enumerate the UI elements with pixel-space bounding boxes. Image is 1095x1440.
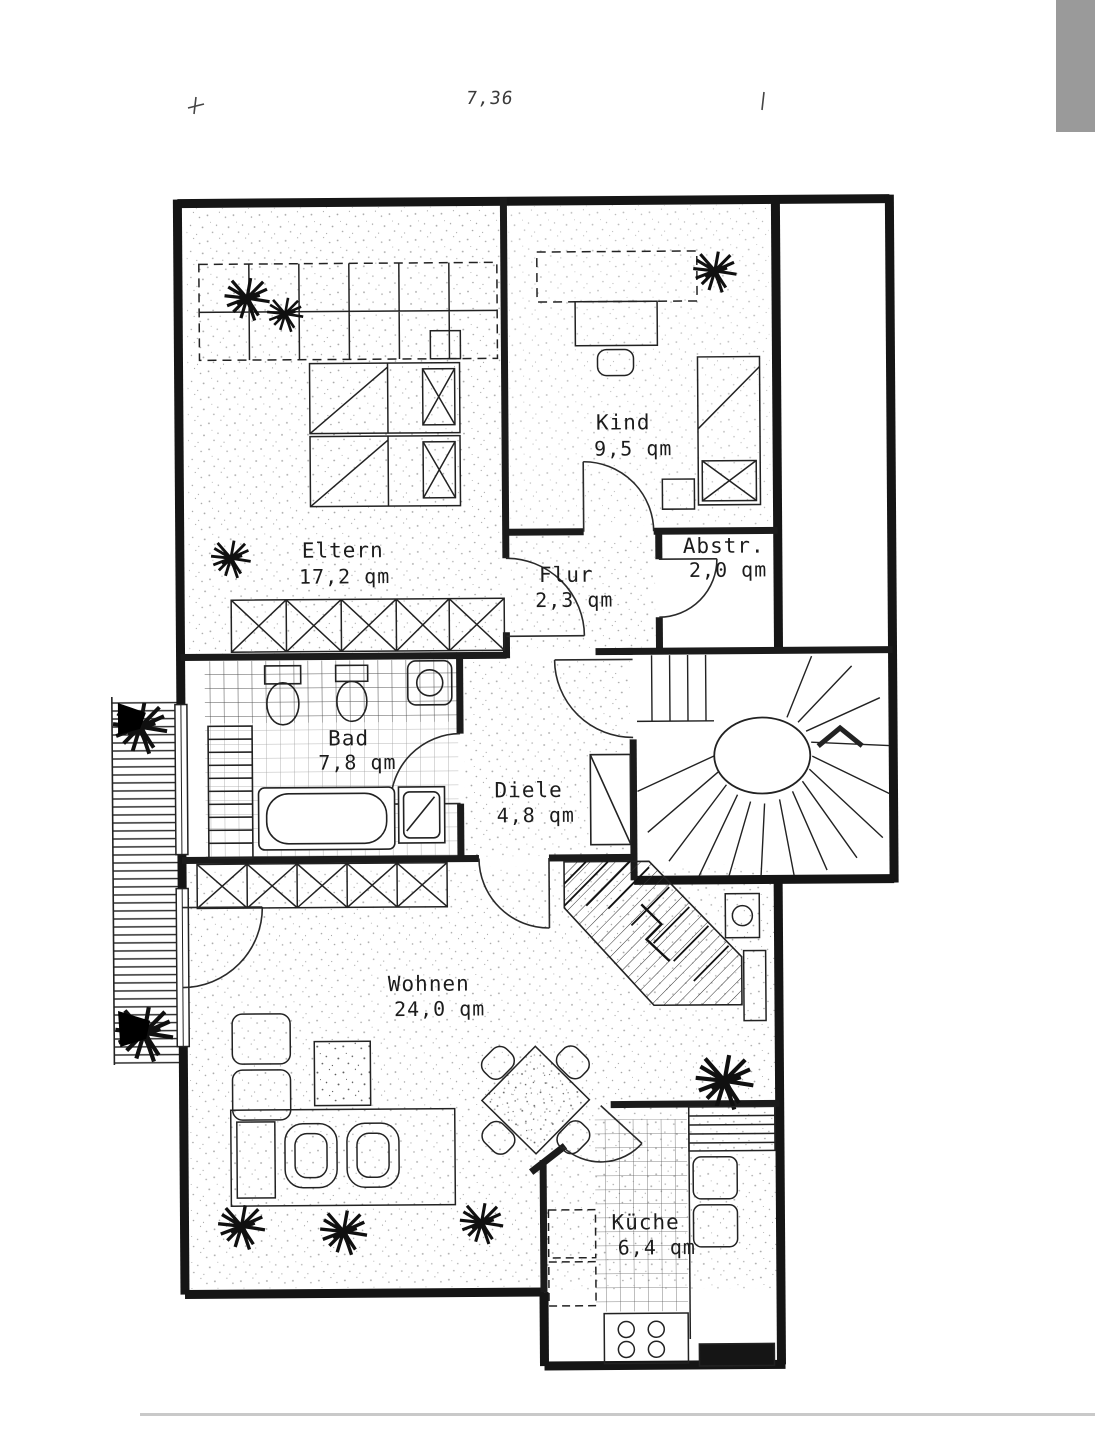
plan-body: Eltern 17,2 qm Kind 9,5 qm Flur 2,3 qm A… [108,194,899,1371]
washbasin [406,659,453,706]
dining-set [480,1045,591,1155]
wohnen-furniture [196,861,767,1207]
appliance-dashed [548,1260,597,1307]
bathroom-wall-tiles [204,659,459,724]
internal-stairs [563,860,743,1007]
room-area: 6,4 qm [618,1235,696,1260]
room-label-kueche: Küche 6,4 qm [611,1210,696,1260]
door-abstr [658,558,718,619]
sink [692,1203,739,1248]
room-label-diele: Diele 4,8 qm [494,778,575,828]
door-eltern [505,557,586,638]
bathtub [257,786,396,851]
plant-blob [118,1011,151,1047]
room-label-abstr: Abstr. 2,0 qm [683,533,768,582]
bidet [334,664,369,723]
room-name: Küche [611,1210,679,1234]
hall-wardrobe-x [196,861,449,910]
flue-cabinet [724,892,767,1022]
room-area: 17,2 qm [299,564,390,589]
room-label-flur: Flur 2,3 qm [535,563,613,613]
stairwell [637,654,890,877]
kitchen-tiles [594,1119,689,1312]
kitchen-fittings [547,1105,776,1367]
interior-walls [180,197,893,1293]
scan-artifact-top-right [1056,0,1095,132]
room-name: Abstr. [683,533,765,558]
sofa-group [229,1107,457,1207]
room-label-kind: Kind 9,5 qm [594,410,672,461]
balcony [112,696,181,1065]
counter-edge [687,1107,692,1340]
kind-furniture [535,250,762,510]
windows [174,703,191,1048]
dimension-tick-left-2 [193,96,197,115]
room-area: 7,8 qm [318,750,396,775]
spiral-stairs [637,654,890,877]
door-entry [553,658,634,739]
dimension-width-label: 7,36 [465,88,515,109]
nightstand [429,329,462,360]
room-name: Flur [539,563,594,587]
stove [603,1312,690,1365]
toilet [263,664,302,726]
sink [692,1155,739,1200]
doors [182,460,718,1163]
room-name: Diele [494,778,562,802]
appliance-dashed [547,1208,597,1259]
plant-blob [117,702,146,735]
sideboard-x [230,597,506,653]
desk [574,300,659,347]
armchair [231,1013,292,1065]
dark-appliance [698,1342,776,1367]
washing-machine [397,785,446,844]
room-label-bad: Bad 7,8 qm [318,726,396,775]
room-area: 24,0 qm [394,996,485,1021]
radiator [207,725,254,860]
room-area: 2,0 qm [689,557,767,582]
room-label-eltern: Eltern 17,2 qm [299,538,390,589]
dimension-tick-left [187,103,205,109]
coffee-table [313,1040,372,1107]
armchair [231,1069,292,1121]
desk-chair [596,348,635,377]
utility-shaft [589,753,632,846]
stair-landing-oval [713,716,812,795]
bathroom-fixtures [207,659,453,860]
room-name: Wohnen [388,972,470,997]
room-name: Eltern [302,538,384,563]
scan-artifact-bottom-line [140,1413,1095,1416]
room-area: 4,8 qm [497,803,575,828]
double-bed [308,361,462,508]
room-labels: Eltern 17,2 qm Kind 9,5 qm Flur 2,3 qm A… [299,410,768,1260]
stair-direction-arrow [816,724,864,749]
room-name: Bad [328,726,369,750]
side-table [661,478,696,510]
child-bed [696,355,762,506]
door-diele-wohnen [478,857,551,929]
door-kind [582,460,655,532]
room-area: 2,3 qm [535,588,613,613]
room-area: 9,5 qm [594,436,672,461]
eltern-furniture [198,261,506,653]
dimension-annotation [187,91,765,115]
room-label-wohnen: Wohnen 24,0 qm [388,972,486,1022]
dimension-tick-right [761,91,765,111]
room-name: Kind [596,410,651,434]
